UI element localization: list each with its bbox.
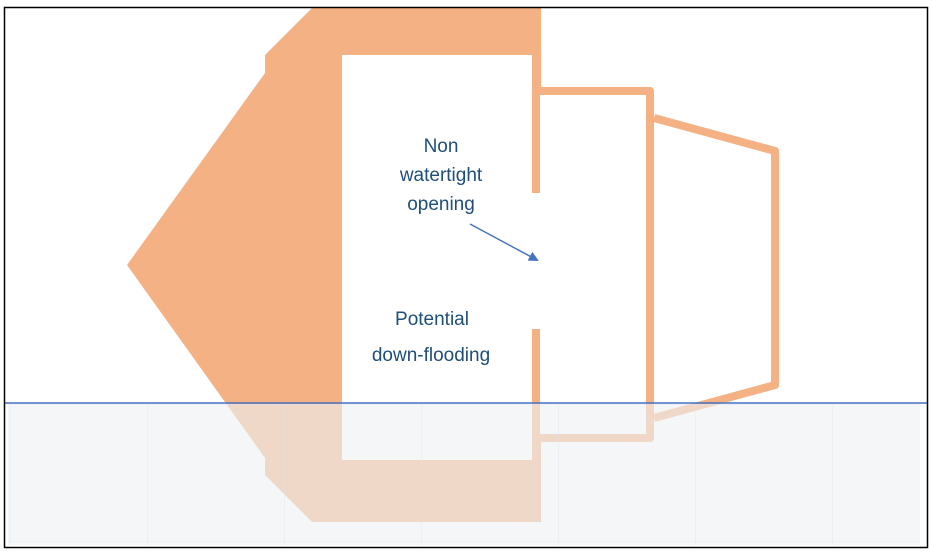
opening-label-line3: opening — [407, 194, 475, 215]
superstructure-outline — [532, 87, 654, 442]
opening-arrow — [469, 223, 539, 261]
flooding-label-line2: down-flooding — [372, 345, 490, 366]
flooding-label-line1: Potential — [395, 309, 469, 330]
non-watertight-opening — [531, 193, 545, 329]
water-grid — [8, 404, 920, 545]
opening-label-line2: watertight — [399, 165, 483, 186]
figure-frame — [3, 6, 929, 549]
hold-compartment — [342, 55, 532, 460]
aft-extension-outline — [652, 114, 779, 422]
opening-label-line1: Non — [424, 136, 459, 157]
